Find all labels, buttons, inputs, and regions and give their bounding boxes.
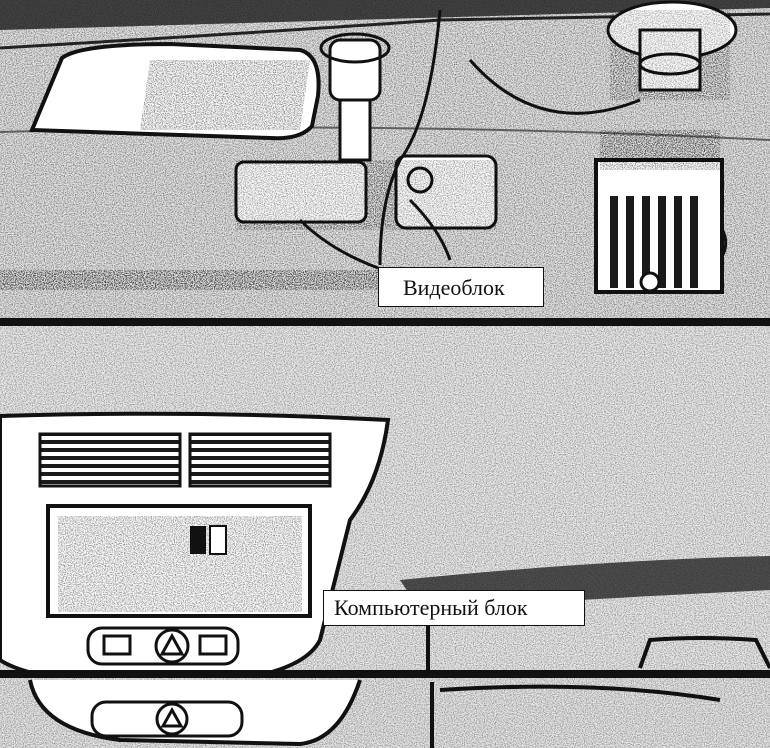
computer-unit-label: Компьютерный блок [323, 590, 585, 626]
mirror-mount-assembly [234, 32, 498, 230]
video-unit-device [594, 130, 724, 294]
bottom-strip [0, 678, 770, 748]
rear-view-mirror [29, 41, 321, 141]
video-unit-label: Видеоблок [378, 267, 544, 307]
suction-camera [606, 0, 738, 100]
center-console [0, 411, 391, 687]
